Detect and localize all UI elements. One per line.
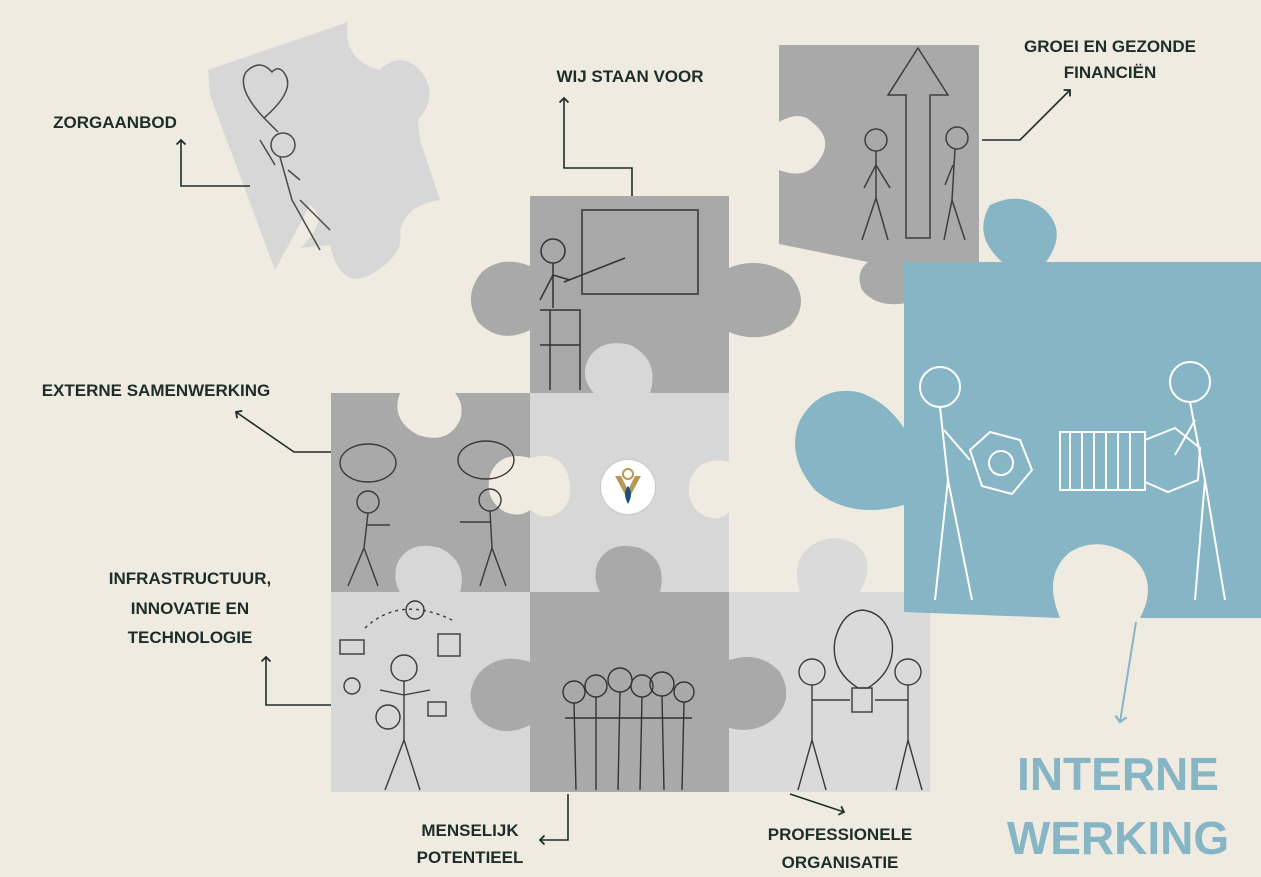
label-infra-line3: TECHNOLOGIE: [127, 628, 253, 647]
team-group-figures-icon: [562, 667, 695, 791]
thinking-puzzle-figures-icon: [339, 440, 515, 587]
heart-balloon-figure-icon: [242, 64, 331, 251]
connector-menselijk: [538, 794, 569, 846]
label-externe-samenwerking: EXTERNE SAMENWERKING: [41, 381, 271, 400]
connectors: [175, 89, 1071, 846]
label-interne-line2: WERKING: [1006, 812, 1230, 864]
connector-infra: [260, 655, 331, 706]
organization-logo-icon: [601, 460, 655, 514]
piece-infra: [331, 545, 530, 792]
piece-externe: [331, 393, 530, 592]
piece-groei: [779, 45, 979, 305]
connector-zorgaanbod: [175, 138, 250, 187]
label-menselijk-line1: MENSELIJK: [421, 821, 519, 840]
piece-zorgaanbod: [208, 22, 440, 279]
label-infra-line1: INFRASTRUCTUUR,: [108, 569, 272, 588]
piece-interne: [795, 198, 1261, 619]
connector-interne: [1114, 621, 1137, 724]
nut-bolt-figures-icon: [919, 361, 1226, 601]
label-infra-line2: INNOVATIE EN: [130, 599, 250, 618]
label-zorgaanbod: ZORGAANBOD: [53, 113, 177, 132]
connector-groei: [982, 89, 1071, 141]
label-menselijk-line2: POTENTIEEL: [416, 848, 524, 867]
piece-professionele: [729, 538, 930, 792]
label-interne-line1: INTERNE: [1017, 748, 1219, 800]
label-professionele-line1: PROFESSIONELE: [767, 825, 913, 844]
piece-wij-staan-voor: [470, 196, 801, 393]
connector-professionele: [789, 793, 846, 816]
connector-externe: [234, 409, 331, 453]
growth-arrow-figures-icon: [861, 46, 969, 241]
label-groei-line2: FINANCIËN: [1063, 63, 1157, 82]
juggler-tech-figure-icon: [339, 600, 461, 791]
label-wij-staan-voor: WIJ STAAN VOOR: [556, 67, 704, 86]
teacher-board-figure-icon: [539, 209, 699, 390]
label-professionele-line2: ORGANISATIE: [781, 853, 899, 872]
label-groei-line1: GROEI EN GEZONDE: [1024, 37, 1196, 56]
lightbulb-figures-icon: [797, 609, 923, 791]
connector-wij-staan-voor: [558, 96, 633, 196]
piece-menselijk: [470, 545, 787, 792]
